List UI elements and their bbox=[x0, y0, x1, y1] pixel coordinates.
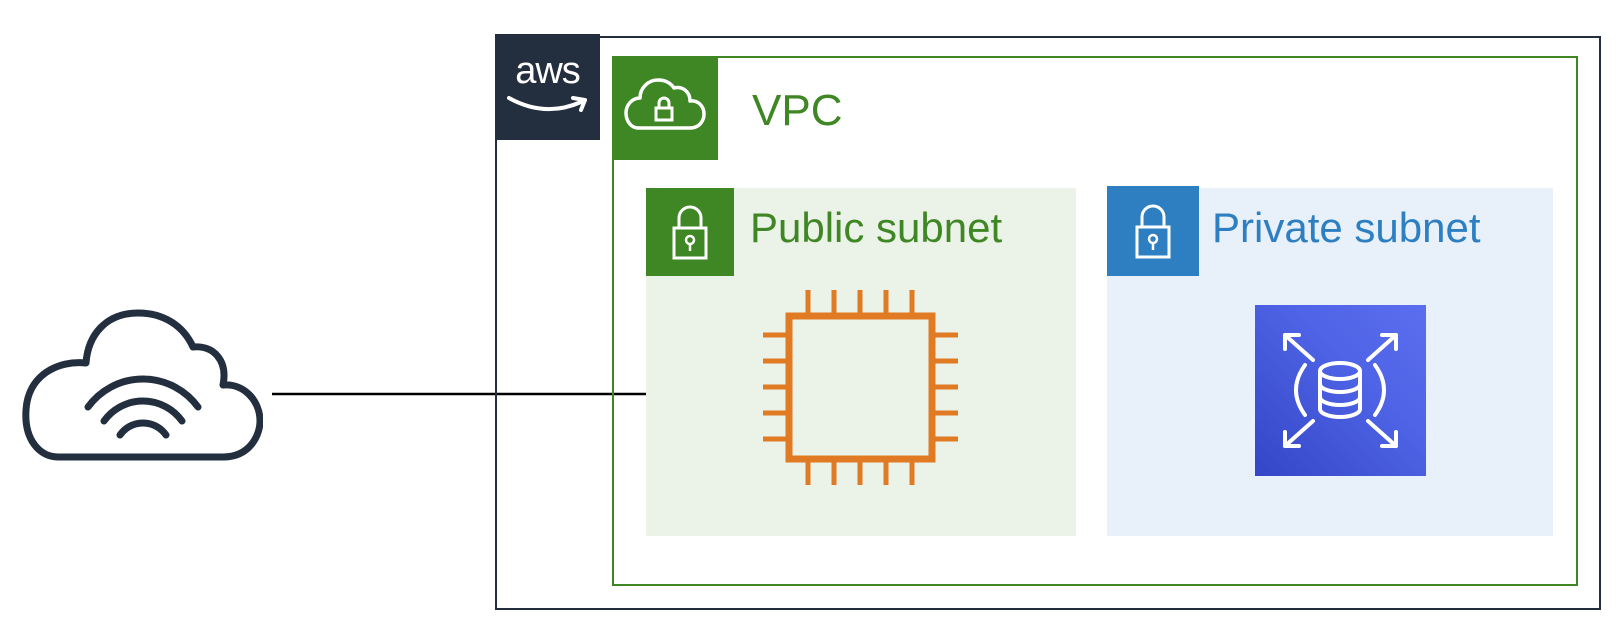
aws-logo-text: aws bbox=[515, 50, 581, 92]
rds-database-icon bbox=[1255, 305, 1426, 476]
public-subnet-label: Public subnet bbox=[750, 204, 1003, 251]
private-subnet-label: Private subnet bbox=[1212, 204, 1481, 251]
ec2-instance-chip-icon bbox=[763, 290, 958, 485]
aws-smile-icon bbox=[507, 96, 587, 112]
vpc-label: VPC bbox=[752, 86, 843, 135]
lock-icon bbox=[672, 205, 708, 260]
aws-logo: aws bbox=[495, 34, 600, 140]
aws-cloud-group bbox=[495, 36, 1601, 610]
vpc-badge bbox=[612, 56, 718, 160]
vpc-group bbox=[612, 56, 1578, 586]
lock-icon bbox=[1135, 204, 1171, 259]
private-subnet-badge bbox=[1107, 186, 1199, 276]
rds-glyph bbox=[1283, 333, 1398, 448]
public-subnet-badge bbox=[646, 188, 734, 276]
internet-cloud-icon bbox=[22, 309, 263, 461]
vpc-cloud-lock-icon bbox=[624, 78, 706, 130]
